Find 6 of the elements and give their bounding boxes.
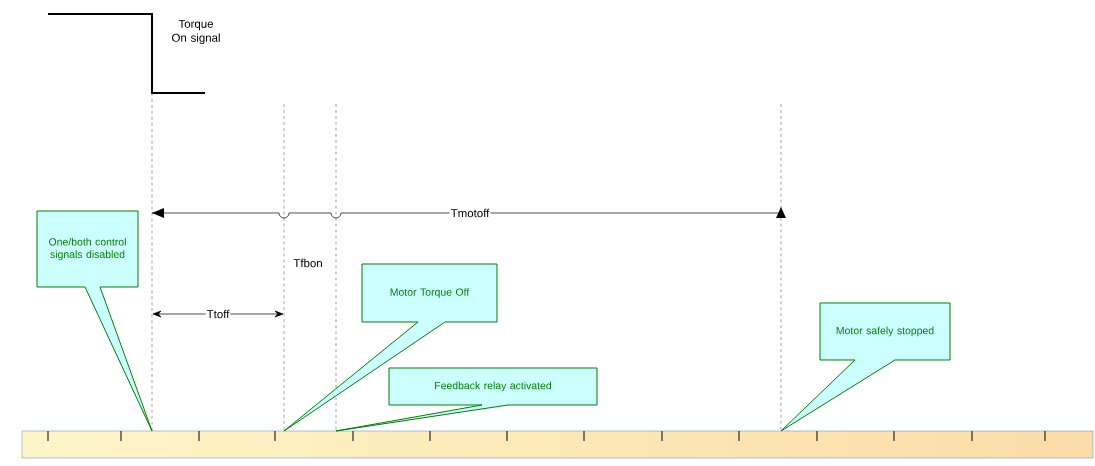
callout: One/both control signals disabled <box>36 210 153 432</box>
dimension-label: Ttoff <box>205 308 231 320</box>
callout: Feedback relay activated <box>335 367 598 432</box>
callout: Motor safely stopped <box>780 302 951 432</box>
signal-label: Torque On signal <box>172 19 220 45</box>
dimension-label: Tmotoff <box>449 207 491 219</box>
